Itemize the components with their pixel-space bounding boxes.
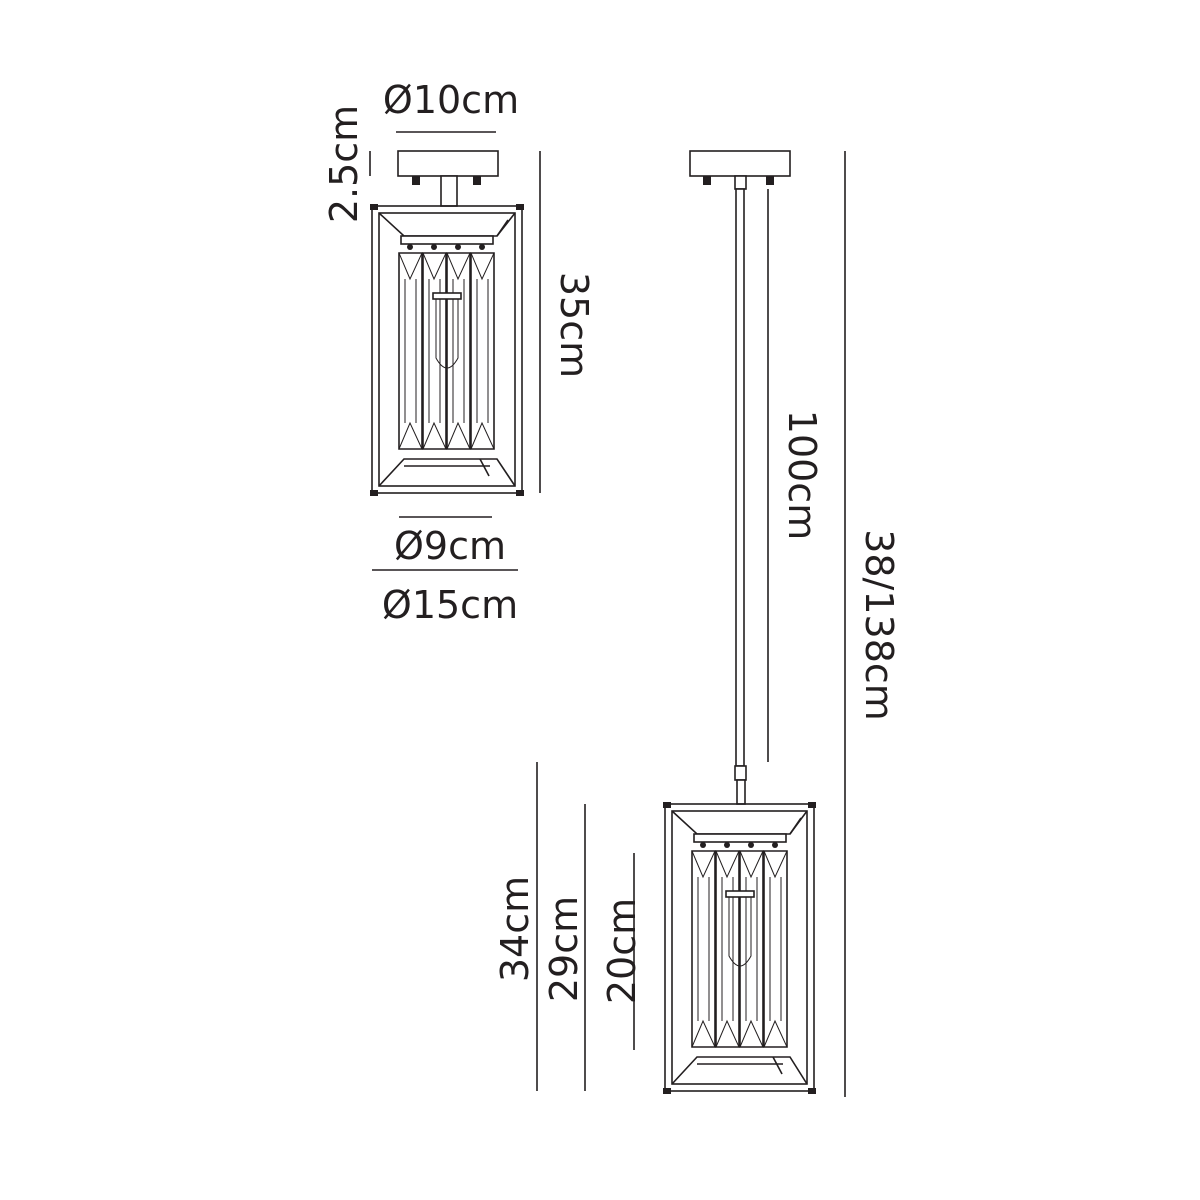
pendant-rod [735, 188, 745, 767]
pendant-frame-inner [671, 810, 808, 1085]
crystal-4 [763, 842, 788, 1048]
crystal-4 [470, 244, 495, 450]
crystal-3 [739, 842, 764, 1048]
crystal-1 [398, 244, 423, 450]
canopy-screw-left [703, 176, 711, 185]
flush-height-label: 35cm [552, 272, 596, 378]
flush-canopy [397, 150, 499, 177]
flush-frame-inner [378, 212, 516, 487]
flush-bulb [435, 298, 459, 369]
rod-coupler [734, 765, 747, 781]
crystal-1 [691, 842, 716, 1048]
flush-mount-lamp [370, 150, 524, 496]
crystal-2 [715, 842, 740, 1048]
pendant-crystals [691, 842, 788, 1048]
body-height-label: 34cm [493, 876, 537, 982]
flush-canopy-diameter-label: Ø10cm [383, 78, 519, 122]
pendant-frame-outer [664, 803, 815, 1092]
total-height-label: 38/138cm [857, 529, 901, 721]
flush-outer-diameter-label: Ø15cm [382, 583, 518, 627]
pendant-bulb [728, 896, 752, 967]
flush-inner-diameter-label: Ø9cm [394, 524, 506, 568]
frame-height-label: 29cm [542, 896, 586, 1002]
crystal-3 [446, 244, 471, 450]
pendant-dimension-lines [536, 151, 846, 1097]
canopy-screw-right [473, 176, 481, 185]
flush-dimension-lines [369, 131, 541, 571]
pendant-lamp [663, 150, 816, 1094]
flush-crystals [398, 244, 495, 450]
crystal-height-label: 20cm [600, 898, 644, 1004]
crystal-2 [422, 244, 447, 450]
flush-stem [440, 175, 458, 207]
pendant-canopy [689, 150, 791, 177]
rod-length-label: 100cm [780, 410, 824, 540]
canopy-screw-right [766, 176, 774, 185]
flush-frame-outer [371, 205, 523, 494]
canopy-screw-left [412, 176, 420, 185]
flush-canopy-height-label: 2.5cm [322, 105, 366, 223]
